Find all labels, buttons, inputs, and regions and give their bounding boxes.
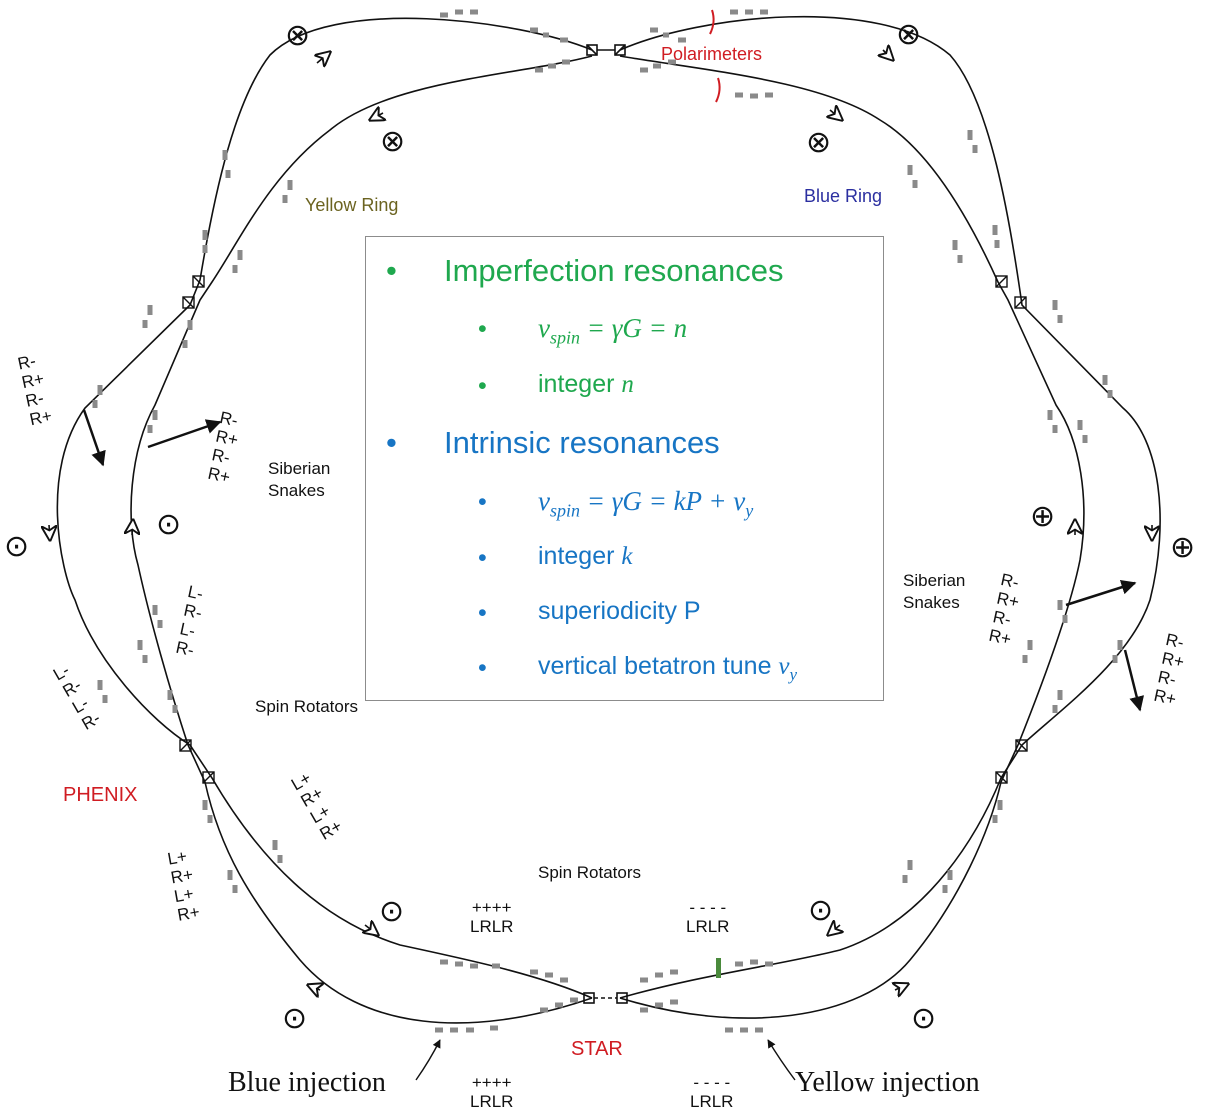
helicity-star-bottom-right: - - - - LRLR	[690, 1073, 734, 1111]
bullet: •	[478, 315, 487, 343]
helicity-star-bottom-left: ++++ LRLR	[470, 1073, 514, 1111]
betatron-tune: vertical betatron tune νy	[538, 652, 798, 684]
field-out-of-page-icon: ⊙	[156, 507, 182, 542]
field-into-page-icon: ⊗	[380, 124, 406, 159]
bullet: •	[478, 654, 487, 682]
helicity-star-top-left: ++++ LRLR	[470, 898, 514, 936]
field-out-of-page-icon: ⊙	[808, 893, 834, 928]
beam-direction-arrows	[49, 50, 1152, 990]
polarimeter-marks	[709, 9, 721, 103]
blue-ring-label: Blue Ring	[804, 186, 883, 206]
polarimeters-label: Polarimeters	[661, 44, 763, 64]
superperiodicity: superiodicity P	[538, 597, 701, 625]
yellow-ring-label: Yellow Ring	[305, 195, 399, 215]
helicity-star-top-right: - - - - LRLR	[686, 898, 730, 936]
top-interaction-region	[586, 44, 626, 56]
phenix-label: PHENIX	[63, 784, 138, 806]
field-out-of-page-icon: ⊙	[911, 1001, 937, 1036]
field-into-page-icon: ⊗	[896, 17, 922, 52]
ring-crossings	[179, 275, 1028, 784]
imperfection-equation: νspin = γG = n	[538, 313, 688, 348]
intrinsic-integer: integer k	[538, 542, 633, 570]
star-interaction-region	[583, 992, 628, 1004]
injection-pointers	[415, 1039, 796, 1081]
plus-circle-icon: ⊕	[1030, 499, 1056, 534]
bullet: •	[478, 488, 487, 516]
plus-circle-icon: ⊕	[1170, 530, 1196, 565]
blue-injection-label: Blue injection	[228, 1067, 386, 1098]
bullet-imperfection: •	[386, 253, 397, 288]
spin-rotators-lower-label: Spin Rotators	[538, 863, 641, 882]
imperfection-integer: integer n	[538, 370, 634, 398]
siberian-snakes-left-label: Siberian Snakes	[268, 459, 331, 500]
field-into-page-icon: ⊗	[285, 18, 311, 53]
siberian-snakes-right-label: Siberian Snakes	[903, 571, 966, 612]
outer-ring	[56, 15, 1161, 999]
star-label: STAR	[571, 1038, 623, 1060]
intrinsic-heading: Intrinsic resonances	[444, 425, 720, 460]
imperfection-heading: Imperfection resonances	[444, 253, 784, 288]
intrinsic-equation: νspin = γG = kP + νy	[538, 486, 754, 521]
resonance-info-box: • Imperfection resonances • νspin = γG =…	[365, 236, 884, 701]
bullet: •	[478, 599, 487, 627]
field-into-page-icon: ⊗	[806, 125, 832, 160]
field-out-of-page-icon: ⊙	[282, 1001, 308, 1036]
bullet: •	[478, 372, 487, 400]
magnet-markers	[92, 9, 1123, 1033]
bullet: •	[478, 544, 487, 572]
field-out-of-page-icon: ⊙	[379, 894, 405, 929]
yellow-injection-label: Yellow injection	[795, 1067, 980, 1098]
field-out-of-page-icon: ⊙	[4, 529, 30, 564]
spin-direction-arrows	[82, 409, 1145, 712]
bullet-intrinsic: •	[386, 425, 397, 460]
spin-rotators-upper-label: Spin Rotators	[255, 697, 358, 716]
green-magnet	[716, 958, 721, 978]
inner-ring	[130, 55, 1085, 1024]
